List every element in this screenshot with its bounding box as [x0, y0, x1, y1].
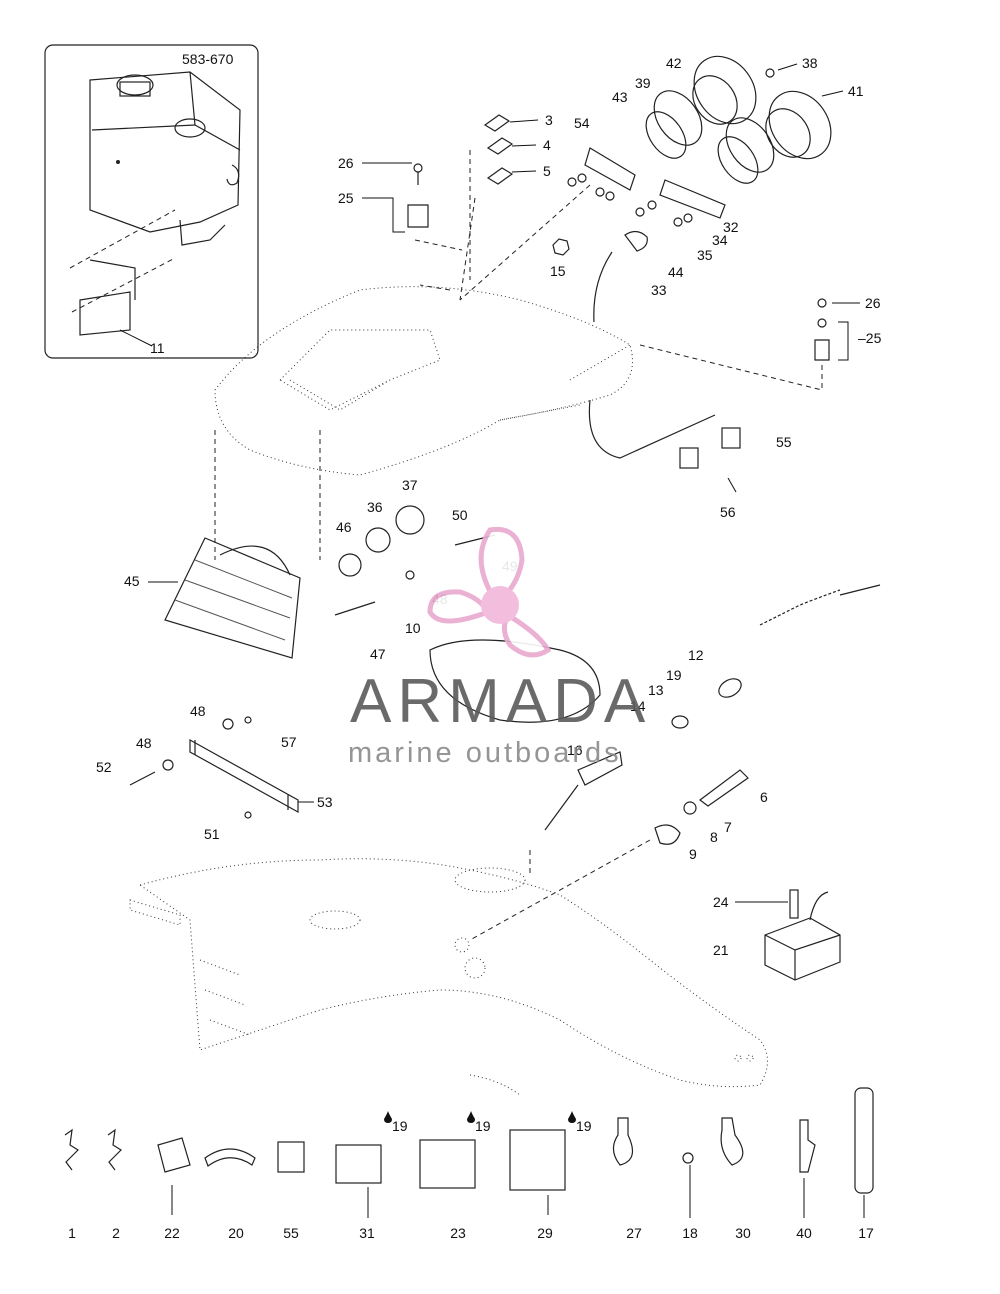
- bottom-part-label-31: 31: [359, 1225, 375, 1241]
- callout-6: 6: [760, 789, 768, 805]
- callouts: 38 41 42 39 43 3 4 5 54 26 25 32 34 35 1…: [96, 55, 882, 958]
- callout-25-right: –25: [858, 330, 882, 346]
- fuel-line: [588, 399, 741, 493]
- callout-50: 50: [452, 507, 468, 523]
- callout-57: 57: [281, 734, 297, 750]
- bottom-part-label-20: 20: [228, 1225, 244, 1241]
- callout-51: 51: [204, 826, 220, 842]
- hood-deck: [214, 286, 633, 560]
- bottom-part-note-29: 19: [576, 1118, 592, 1134]
- callout-4: 4: [543, 137, 551, 153]
- callout-19: 19: [666, 667, 682, 683]
- callout-42: 42: [666, 55, 682, 71]
- callout-33: 33: [651, 282, 667, 298]
- callout-5: 5: [543, 163, 551, 179]
- callout-26-top: 26: [338, 155, 354, 171]
- callout-12: 12: [688, 647, 704, 663]
- callout-41: 41: [848, 83, 864, 99]
- bottom-part-label-27: 27: [626, 1225, 642, 1241]
- callout-48-c: 48: [136, 735, 152, 751]
- callout-32: 32: [723, 219, 739, 235]
- bracket-53: [129, 716, 299, 819]
- callout-9: 9: [689, 846, 697, 862]
- callout-39: 39: [635, 75, 651, 91]
- propeller-logo: [427, 526, 552, 658]
- callout-48-b: 48: [190, 703, 206, 719]
- callout-55: 55: [776, 434, 792, 450]
- bottom-part-label-17: 17: [858, 1225, 874, 1241]
- bottom-parts: [64, 1087, 874, 1218]
- bottom-part-label-30: 30: [735, 1225, 751, 1241]
- bottom-part-label-18: 18: [682, 1225, 698, 1241]
- oil-drop-icon: [467, 1111, 475, 1123]
- callout-3: 3: [545, 112, 553, 128]
- callout-26-right: 26: [865, 295, 881, 311]
- upper-leaders: [414, 150, 823, 392]
- bottom-part-label-1: 1: [68, 1225, 76, 1241]
- inset-code: 583-670: [182, 51, 234, 67]
- callout-47: 47: [370, 646, 386, 662]
- box-21: [764, 889, 841, 981]
- callout-35: 35: [697, 247, 713, 263]
- bottom-part-note-31: 19: [392, 1118, 408, 1134]
- armada-watermark: ARMADA marine outboards: [348, 526, 651, 769]
- watermark-tagline: marine outboards: [348, 737, 622, 769]
- callout-44: 44: [668, 264, 684, 280]
- callout-21: 21: [713, 942, 729, 958]
- callout-43: 43: [612, 89, 628, 105]
- inset-callout: 11: [150, 340, 165, 356]
- callout-46: 46: [336, 519, 352, 535]
- callout-53: 53: [317, 794, 333, 810]
- callout-14: 14: [630, 698, 646, 714]
- callout-37: 37: [402, 477, 418, 493]
- bottom-part-label-40: 40: [796, 1225, 812, 1241]
- oil-drop-icon: [384, 1111, 392, 1123]
- headlight: [164, 505, 496, 659]
- callout-52: 52: [96, 759, 112, 775]
- oil-drop-icon: [568, 1111, 576, 1123]
- callout-24: 24: [713, 894, 729, 910]
- callout-8: 8: [710, 829, 718, 845]
- bottom-part-label-2: 2: [112, 1225, 120, 1241]
- bottom-part-label-22: 22: [164, 1225, 180, 1241]
- callout-45: 45: [124, 573, 140, 589]
- gauge-assembly: [407, 55, 832, 361]
- callout-25-top: 25: [338, 190, 354, 206]
- callout-10: 10: [405, 620, 421, 636]
- lanyard-switch: [429, 584, 881, 941]
- watermark-brand: ARMADA: [350, 667, 651, 736]
- callout-54: 54: [574, 115, 590, 131]
- callout-7: 7: [724, 819, 732, 835]
- bottom-part-label-23: 23: [450, 1225, 466, 1241]
- callout-13: 13: [648, 682, 664, 698]
- callout-38: 38: [802, 55, 818, 71]
- bottom-part-label-29: 29: [537, 1225, 553, 1241]
- callout-16: 16: [567, 742, 583, 758]
- callout-15: 15: [550, 263, 566, 279]
- callout-34: 34: [712, 232, 728, 248]
- callout-56: 56: [720, 504, 736, 520]
- hull-body: [129, 858, 768, 1096]
- bottom-part-note-23: 19: [475, 1118, 491, 1134]
- callout-36: 36: [367, 499, 383, 515]
- bottom-part-label-55: 55: [283, 1225, 299, 1241]
- inset-oil-tank: 583-670 11: [44, 44, 259, 359]
